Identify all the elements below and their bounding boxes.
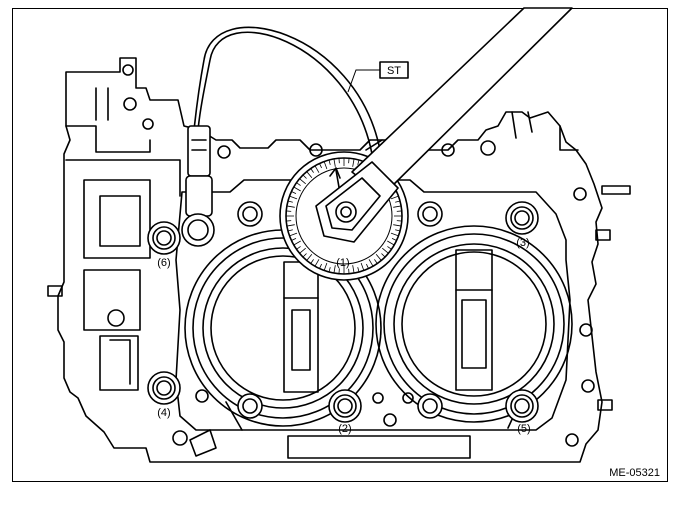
- dial-tick: [366, 263, 369, 269]
- bolt-5: [505, 389, 539, 423]
- dial-tick: [302, 174, 307, 179]
- dial-tick: [293, 240, 301, 246]
- dial-tick: [391, 238, 397, 241]
- dial-tick: [310, 259, 314, 264]
- dial-tick: [291, 191, 297, 194]
- dial-tick: [287, 200, 293, 203]
- dial-tick: [375, 254, 382, 261]
- dial-tick: [310, 168, 314, 173]
- dial-tick: [387, 240, 395, 246]
- dial-tick: [368, 259, 374, 267]
- bolt-2: [328, 389, 362, 423]
- dial-tick: [287, 229, 293, 232]
- st-label: ST: [387, 65, 401, 77]
- dial-tick: [393, 224, 402, 227]
- gauge-cable: [197, 31, 373, 155]
- dial-tick: [390, 232, 399, 237]
- callout-6: (6): [157, 257, 170, 269]
- dial-tick: [293, 186, 301, 192]
- callout-1: (1): [336, 257, 349, 269]
- dial-tick: [357, 267, 360, 273]
- dial-tick: [314, 259, 320, 267]
- dial-tick: [323, 262, 328, 271]
- dial-tick: [286, 224, 295, 227]
- dial-tick: [387, 246, 392, 250]
- dial-tick: [314, 165, 320, 173]
- dial-tick: [328, 159, 331, 165]
- dial-tick: [319, 163, 322, 169]
- dial-tick: [323, 161, 328, 170]
- dial-tick: [382, 247, 389, 254]
- dial-tick: [299, 247, 306, 254]
- bolt-6: [147, 221, 181, 255]
- callout-3: (3): [516, 237, 529, 249]
- dial-tick: [395, 229, 401, 232]
- bolt-3: [505, 201, 539, 235]
- figure-code: ME-05321: [609, 467, 660, 479]
- dial-tick: [296, 246, 301, 250]
- bolt-4: [147, 371, 181, 405]
- dial-tick: [306, 254, 313, 261]
- dial-tick: [291, 238, 297, 241]
- dial-tick: [333, 158, 336, 167]
- dial-tick: [328, 267, 331, 273]
- dial-tick: [306, 171, 313, 178]
- callout-2: (2): [338, 423, 351, 435]
- dial-tick: [352, 265, 355, 274]
- dial-tick: [289, 195, 298, 200]
- dial-tick: [381, 253, 386, 258]
- dial-tick: [395, 200, 401, 203]
- dial-tick: [393, 205, 402, 208]
- dial-tick: [360, 262, 365, 271]
- callout-5: (5): [517, 423, 530, 435]
- dial-tick: [352, 158, 355, 167]
- gauge-magnet-base: [181, 125, 215, 247]
- dial-tick: [357, 159, 360, 165]
- cylinder-bore-right: [375, 225, 573, 423]
- wrench: [315, 7, 573, 243]
- dial-tick: [390, 195, 399, 200]
- dial-tick: [302, 253, 307, 258]
- dial-tick: [296, 182, 301, 186]
- dial-tick: [374, 259, 378, 264]
- callout-4: (4): [157, 407, 170, 419]
- dial-tick: [333, 265, 336, 274]
- dial-tick: [289, 232, 298, 237]
- dial-tick: [299, 178, 306, 185]
- dial-tick: [319, 263, 322, 269]
- dial-tick: [286, 205, 295, 208]
